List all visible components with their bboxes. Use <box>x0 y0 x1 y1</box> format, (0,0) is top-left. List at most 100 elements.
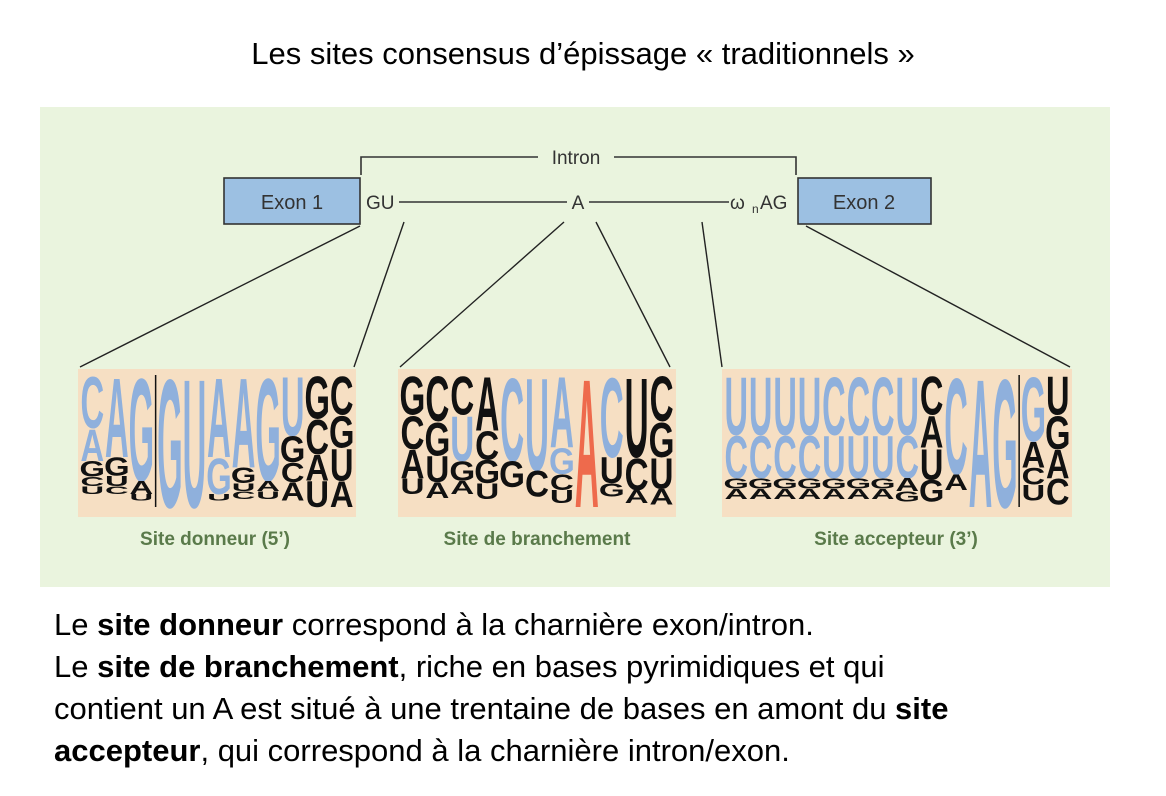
line-branch-site: Le site de branchement, riche en bases p… <box>54 646 1134 688</box>
logo-letter: A <box>105 354 129 482</box>
logo-letter: U <box>773 361 797 453</box>
logo-letter: U <box>330 440 354 491</box>
logo-letter: U <box>895 361 919 453</box>
branch-point-label: A <box>572 193 585 214</box>
logo-letter: U <box>281 359 305 454</box>
logo-letter: C <box>822 361 846 453</box>
logo-letter: G <box>474 454 500 491</box>
logo-letter: A <box>1046 442 1070 487</box>
logo-letter: G <box>846 476 871 492</box>
logo-letter: C <box>871 361 895 453</box>
logo-letter: A <box>895 475 919 496</box>
logo-letter: A <box>969 341 993 546</box>
exon-1-box: Exon 1 <box>223 177 361 225</box>
logo-letter: G <box>206 448 231 505</box>
logo-letter: C <box>80 363 104 444</box>
logo-letter: G <box>400 365 426 427</box>
logo-letter: U <box>600 451 624 492</box>
logo-letter: A <box>575 341 599 546</box>
logo-letter: G <box>895 489 920 505</box>
logo-letter: G <box>499 455 525 496</box>
logo-letter: C <box>281 458 305 488</box>
logo-letter: A <box>256 478 280 494</box>
splicing-diagram-panel: Intron Exon 1 Exon 2 GU A ω n AG <box>40 107 1110 587</box>
logo-letter: G <box>797 476 822 492</box>
logo-letter: C <box>475 423 499 468</box>
line-acceptor-site: accepteur, qui correspond à la charnière… <box>54 730 1134 772</box>
logo-letter: G <box>724 476 749 492</box>
logo-letter: U <box>871 424 895 491</box>
logo-letter: U <box>256 490 280 502</box>
acceptor-ag: AG <box>760 193 787 214</box>
donor-gu-label: GU <box>366 193 395 214</box>
logo-letter: A <box>724 486 748 502</box>
acceptor-n-subscript: n <box>752 202 759 216</box>
logo-letter: C <box>400 406 424 459</box>
logo-letter: C <box>500 353 524 487</box>
text-run: correspond à la charnière exon/intron. <box>283 607 814 642</box>
logo-letter: U <box>625 354 649 482</box>
logo-letter: G <box>157 341 182 546</box>
logo-letter: C <box>650 363 674 435</box>
logo-letter: U <box>847 424 871 491</box>
logo-letter: U <box>650 450 674 499</box>
branch-site-caption: Site de branchement <box>444 529 632 550</box>
logo-letter: C <box>847 361 871 453</box>
logo-letter: G <box>821 476 846 492</box>
explanation-paragraph: Le site donneur correspond à la charnièr… <box>54 604 1134 772</box>
logo-letter: U <box>130 492 154 502</box>
logo-letter: A <box>281 478 305 507</box>
logo-letter: G <box>599 480 625 501</box>
text-run: , qui correspond à la charnière intron/e… <box>200 733 790 768</box>
logo-letter: C <box>330 365 354 427</box>
zoom-lines <box>79 221 1071 368</box>
acceptor-logo-background <box>722 369 1072 517</box>
logo-letter: C <box>920 365 944 427</box>
term-site-donneur: site donneur <box>97 607 284 642</box>
logo-letter: G <box>231 464 256 488</box>
logo-letter: A <box>425 478 449 502</box>
logo-letter: G <box>129 348 154 512</box>
logo-letter: C <box>1046 473 1070 513</box>
logo-letter: A <box>130 477 154 498</box>
logo-letter: G <box>104 453 129 482</box>
text-run: , riche en bases pyrimidiques et qui <box>398 649 885 684</box>
logo-letter: A <box>773 486 797 502</box>
logo-letter: C <box>232 490 256 502</box>
logo-letter: U <box>105 473 129 489</box>
logo-letter: G <box>649 412 675 467</box>
logo-letter: A <box>330 475 354 515</box>
term-site-accepteur-part1: site <box>895 691 949 726</box>
acceptor-pyn-ag-label: ω n AG <box>730 193 787 216</box>
logo-letter: G <box>1045 406 1070 460</box>
logo-letter: U <box>724 361 748 453</box>
logo-letter: A <box>207 354 231 482</box>
logo-letter: A <box>847 486 871 502</box>
logo-letter: G <box>549 442 575 483</box>
exon-2-box: Exon 2 <box>797 177 932 225</box>
logo-letter: C <box>773 424 797 491</box>
logo-letter: C <box>625 450 649 500</box>
logo-letter: U <box>207 492 231 502</box>
logo-letter: C <box>798 424 822 491</box>
logo-letter: C <box>550 470 574 494</box>
text-run: Le <box>54 649 98 684</box>
logo-letter: C <box>305 409 329 464</box>
logo-letter: U <box>232 482 256 494</box>
logo-letter: C <box>1022 464 1046 491</box>
logo-letter: U <box>525 352 549 499</box>
logo-letter: G <box>280 430 305 470</box>
logo-letter: A <box>650 485 674 509</box>
logo-letter: C <box>749 424 773 491</box>
logo-letter: U <box>550 487 574 508</box>
logo-letter: G <box>304 365 329 432</box>
logo-letter: A <box>944 470 968 495</box>
line-donor-site: Le site donneur correspond à la charnièr… <box>54 604 1134 646</box>
logo-letter: U <box>920 441 944 490</box>
logo-letter: A <box>749 486 773 502</box>
logo-letter: C <box>450 365 474 427</box>
logo-letter: A <box>232 351 256 495</box>
logo-letter: U <box>425 449 449 490</box>
logo-letter: G <box>449 456 475 487</box>
